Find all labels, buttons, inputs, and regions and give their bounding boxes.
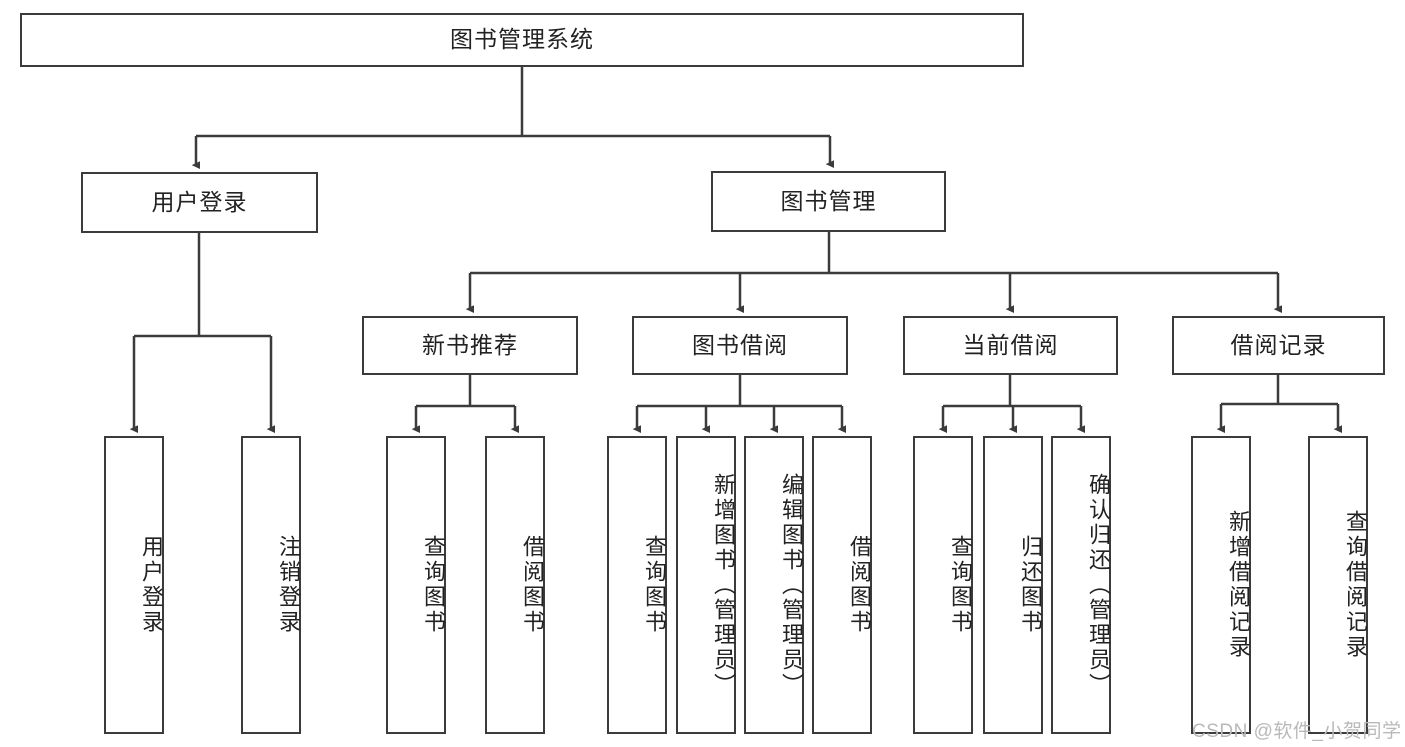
node-book-borrow-label: 图书借阅 bbox=[692, 331, 788, 358]
node-current-borrow[interactable]: 当前借阅 bbox=[903, 316, 1118, 375]
node-user-login-label: 用户登录 bbox=[151, 188, 248, 215]
node-leaf-return-book-label: 归还图书 bbox=[1018, 535, 1043, 635]
node-leaf-query-book-2-label: 查询图书 bbox=[642, 535, 667, 635]
node-leaf-borrow-book-2-label: 借阅图书 bbox=[847, 535, 872, 635]
node-root-label: 图书管理系统 bbox=[450, 26, 594, 53]
node-root[interactable]: 图书管理系统 bbox=[20, 13, 1024, 67]
node-user-login[interactable]: 用户登录 bbox=[81, 172, 318, 233]
node-leaf-logout-label: 注销登录 bbox=[276, 535, 301, 635]
node-leaf-query-book-1[interactable]: 查询图书 bbox=[386, 436, 446, 734]
node-leaf-borrow-book-2[interactable]: 借阅图书 bbox=[812, 436, 872, 734]
node-leaf-query-book-1-label: 查询图书 bbox=[421, 535, 446, 635]
node-leaf-confirm-return-label: 确认归还（管理员） bbox=[1086, 472, 1111, 698]
node-leaf-add-record-label: 新增借阅记录 bbox=[1226, 510, 1251, 660]
node-current-borrow-label: 当前借阅 bbox=[962, 331, 1059, 358]
node-leaf-query-record-label: 查询借阅记录 bbox=[1343, 510, 1368, 660]
node-leaf-query-book-2[interactable]: 查询图书 bbox=[607, 436, 667, 734]
node-leaf-query-book-3[interactable]: 查询图书 bbox=[913, 436, 973, 734]
node-leaf-return-book[interactable]: 归还图书 bbox=[983, 436, 1043, 734]
node-new-book-rec-label: 新书推荐 bbox=[422, 331, 518, 358]
node-leaf-add-book[interactable]: 新增图书（管理员） bbox=[676, 436, 736, 734]
node-leaf-logout[interactable]: 注销登录 bbox=[241, 436, 301, 734]
node-leaf-query-record[interactable]: 查询借阅记录 bbox=[1308, 436, 1368, 734]
node-leaf-add-record[interactable]: 新增借阅记录 bbox=[1191, 436, 1251, 734]
node-leaf-edit-book-label: 编辑图书（管理员） bbox=[779, 472, 804, 698]
node-borrow-record-label: 借阅记录 bbox=[1230, 331, 1327, 358]
node-book-manage-label: 图书管理 bbox=[780, 187, 877, 214]
node-leaf-borrow-book-1-label: 借阅图书 bbox=[520, 535, 545, 635]
node-leaf-confirm-return[interactable]: 确认归还（管理员） bbox=[1051, 436, 1111, 734]
node-book-manage[interactable]: 图书管理 bbox=[711, 171, 946, 232]
node-leaf-user-login[interactable]: 用户登录 bbox=[104, 436, 164, 734]
node-borrow-record[interactable]: 借阅记录 bbox=[1172, 316, 1385, 375]
node-leaf-borrow-book-1[interactable]: 借阅图书 bbox=[485, 436, 545, 734]
node-leaf-edit-book[interactable]: 编辑图书（管理员） bbox=[744, 436, 804, 734]
node-book-borrow[interactable]: 图书借阅 bbox=[632, 316, 848, 375]
node-leaf-add-book-label: 新增图书（管理员） bbox=[711, 472, 736, 698]
csdn-watermark: CSDN @软件_小贺同学 bbox=[1192, 721, 1402, 742]
node-new-book-rec[interactable]: 新书推荐 bbox=[362, 316, 578, 375]
node-leaf-query-book-3-label: 查询图书 bbox=[948, 535, 973, 635]
node-leaf-user-login-label: 用户登录 bbox=[139, 535, 164, 635]
